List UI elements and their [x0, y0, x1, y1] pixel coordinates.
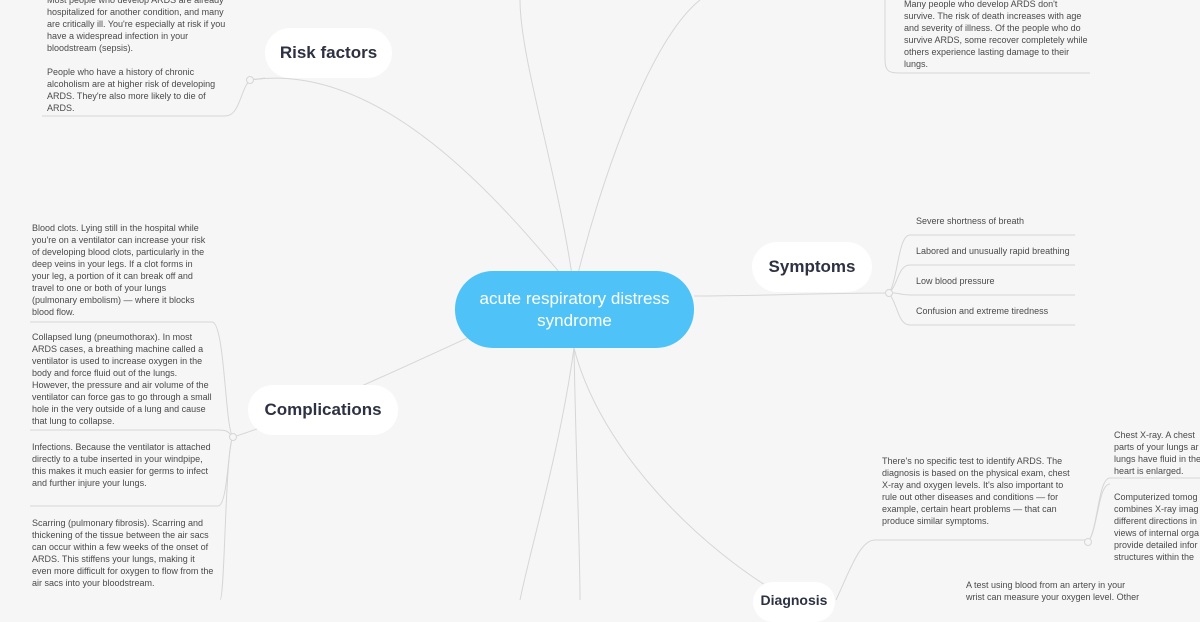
- branch-diagnosis[interactable]: Diagnosis: [753, 582, 835, 622]
- diagnosis-test-ct-scan: Computerized tomog combines X-ray imag d…: [1114, 492, 1200, 562]
- symptom-item[interactable]: Low blood pressure: [916, 276, 995, 286]
- branch-symptoms[interactable]: Symptoms: [752, 242, 872, 292]
- complication-blood-clots: Blood clots. Lying still in the hospital…: [32, 223, 206, 317]
- outlook-note: Many people who develop ARDS don't survi…: [904, 0, 1088, 69]
- complication-collapsed-lung: Collapsed lung (pneumothorax). In most A…: [32, 332, 212, 426]
- symptom-item[interactable]: Severe shortness of breath: [916, 216, 1025, 226]
- diagnosis-note: There's no specific test to identify ARD…: [882, 456, 1070, 526]
- diagnosis-test-chest-xray: Chest X-ray. A chest parts of your lungs…: [1114, 430, 1200, 476]
- complication-scarring: Scarring (pulmonary fibrosis). Scarring …: [32, 518, 214, 588]
- mindmap-connectors: [30, 0, 1200, 600]
- branch-complications[interactable]: Complications: [248, 385, 398, 435]
- diagnosis-blood-test: A test using blood from an artery in you…: [966, 580, 1140, 602]
- central-topic[interactable]: acute respiratory distress syndrome: [455, 271, 694, 348]
- symptom-item[interactable]: Labored and unusually rapid breathing: [916, 246, 1070, 256]
- complication-infections: Infections. Because the ventilator is at…: [32, 442, 211, 488]
- symptom-item[interactable]: Confusion and extreme tiredness: [916, 306, 1049, 316]
- branch-risk-factors[interactable]: Risk factors: [265, 28, 392, 78]
- risk-factors-note: Most people who develop ARDS are already…: [47, 0, 226, 113]
